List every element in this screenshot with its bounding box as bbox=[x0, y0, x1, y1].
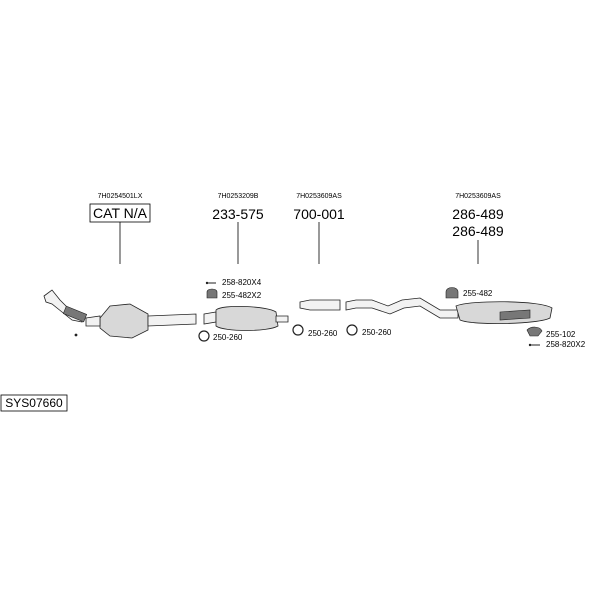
clamp-icon bbox=[445, 287, 459, 299]
rear-pipe bbox=[345, 297, 459, 319]
rear-clamp-label[interactable]: 255-482 bbox=[463, 289, 493, 298]
rear-silencer-part-number-2[interactable]: 286-489 bbox=[452, 223, 504, 239]
centre-ring-left[interactable] bbox=[292, 324, 304, 336]
rear-bolt[interactable] bbox=[528, 343, 540, 347]
rear-silencer-assembly[interactable] bbox=[345, 297, 553, 325]
front-pipe-bolt[interactable] bbox=[205, 281, 216, 285]
ring-icon bbox=[292, 324, 304, 336]
front-pipe-bolt-label[interactable]: 258-820X4 bbox=[222, 278, 262, 287]
catalyst-inlet bbox=[85, 315, 101, 327]
system-code: SYS07660 bbox=[5, 396, 63, 410]
front-pipe-clamp[interactable] bbox=[206, 288, 218, 299]
front-pipe-ring[interactable] bbox=[198, 330, 210, 342]
flex-section bbox=[62, 305, 88, 323]
catalyst-part-number[interactable]: CAT N/A bbox=[93, 205, 148, 221]
centre-ring-right[interactable] bbox=[346, 324, 358, 336]
centre-ring-left-label[interactable]: 250-260 bbox=[308, 329, 338, 338]
rear-hanger[interactable] bbox=[526, 326, 543, 337]
hanger-icon bbox=[526, 326, 543, 337]
front-pipe-inlet bbox=[203, 311, 217, 325]
rear-silencer-bracket bbox=[499, 309, 531, 321]
centre-pipe-assembly[interactable] bbox=[299, 299, 341, 311]
flange-stud bbox=[74, 333, 78, 337]
centre-pipe-oem-code: 7H0253609AS bbox=[296, 193, 342, 200]
system-code-box bbox=[0, 394, 68, 412]
ring-icon bbox=[198, 330, 210, 342]
front-pipe-ring-label[interactable]: 250-260 bbox=[213, 333, 243, 342]
ring-icon bbox=[346, 324, 358, 336]
catalyst-assembly[interactable] bbox=[43, 289, 197, 339]
rear-clamp[interactable] bbox=[445, 287, 459, 299]
front-pipe-oem-code: 7H0253209B bbox=[218, 193, 259, 200]
centre-pipe-part-number[interactable]: 700-001 bbox=[293, 206, 345, 222]
rear-bolt-label[interactable]: 258-820X2 bbox=[546, 340, 586, 349]
rear-hanger-label[interactable]: 255-102 bbox=[546, 330, 576, 339]
middle-silencer-body bbox=[215, 305, 279, 331]
front-pipe-clamp-label[interactable]: 255-482X2 bbox=[222, 291, 262, 300]
catalyst-oem-code: 7H0254501LX bbox=[98, 193, 143, 200]
catalyst-body bbox=[99, 303, 149, 339]
front-pipe-part-number[interactable]: 233-575 bbox=[212, 206, 264, 222]
catalyst-outlet-pipe bbox=[147, 313, 197, 327]
centre-pipe-connector bbox=[299, 299, 341, 311]
rear-silencer-oem-code: 7H0253609AS bbox=[455, 193, 501, 200]
centre-ring-right-label[interactable]: 250-260 bbox=[362, 328, 392, 337]
front-pipe-outlet bbox=[275, 315, 289, 323]
front-pipe-assembly[interactable] bbox=[203, 305, 289, 331]
clamp-icon bbox=[206, 288, 218, 299]
rear-silencer-part-number-1[interactable]: 286-489 bbox=[452, 206, 504, 222]
